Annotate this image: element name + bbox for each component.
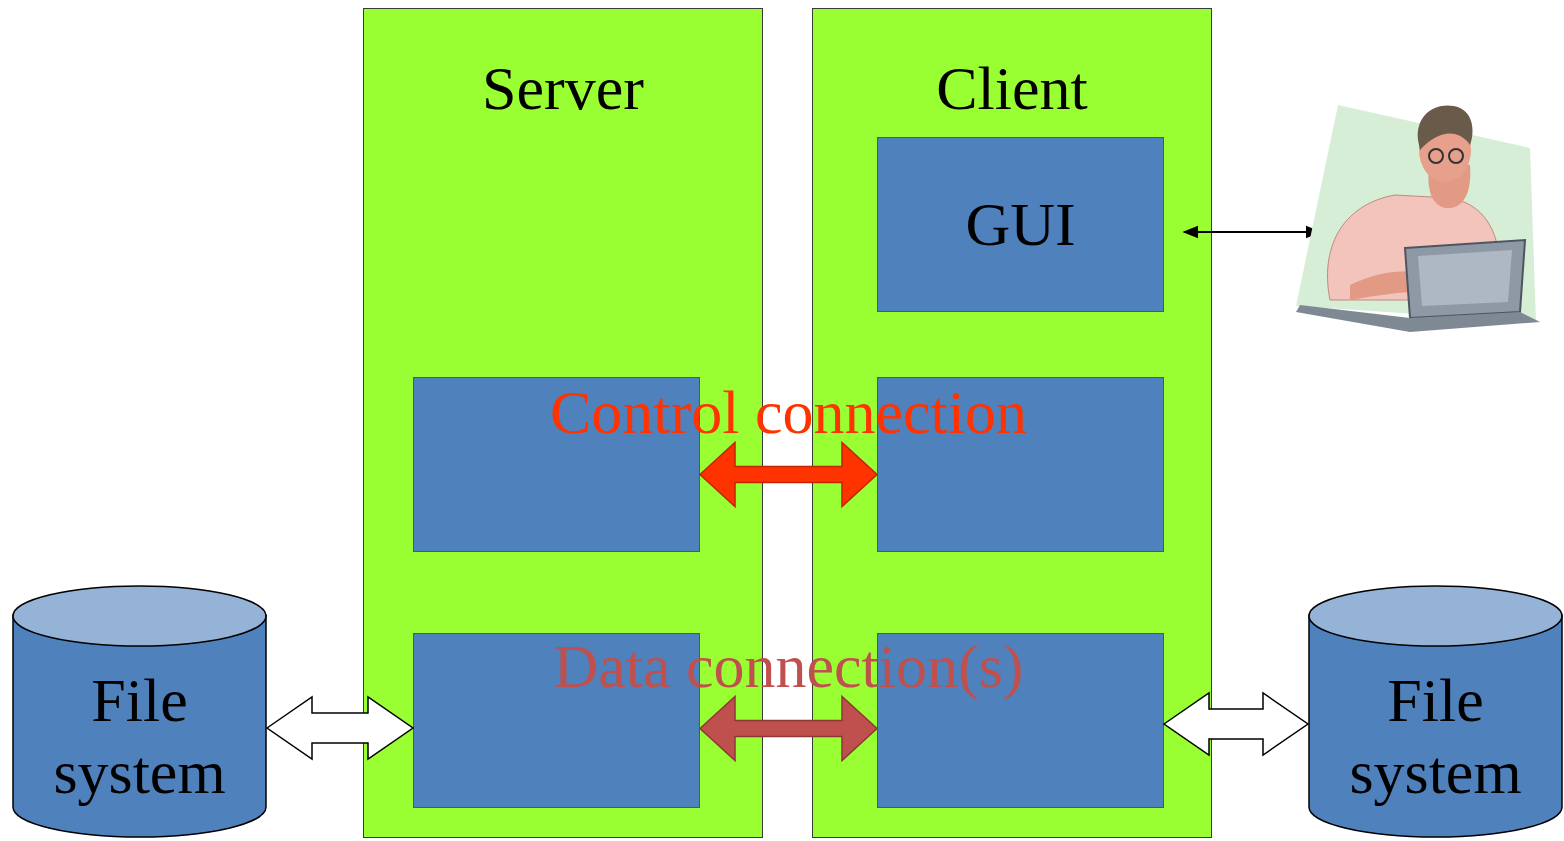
connection-label: Control connection (550, 377, 1027, 448)
double-arrow (700, 697, 877, 761)
gui-box: GUI (877, 137, 1164, 312)
connection-label: Data connection(s) (554, 631, 1024, 702)
node-label: File system (12, 665, 267, 808)
double-arrow (700, 443, 877, 507)
panel-heading: Client (813, 53, 1211, 124)
user-link (1184, 231, 1320, 233)
node-label: File system (1308, 665, 1563, 808)
person-at-laptop (1296, 105, 1540, 332)
double-arrow (267, 697, 413, 759)
node-label: GUI (965, 189, 1075, 260)
panel-heading: Server (364, 53, 762, 124)
file-system-cylinder: File system (12, 585, 267, 838)
file-system-cylinder: File system (1308, 585, 1563, 838)
double-arrow (1164, 693, 1308, 755)
